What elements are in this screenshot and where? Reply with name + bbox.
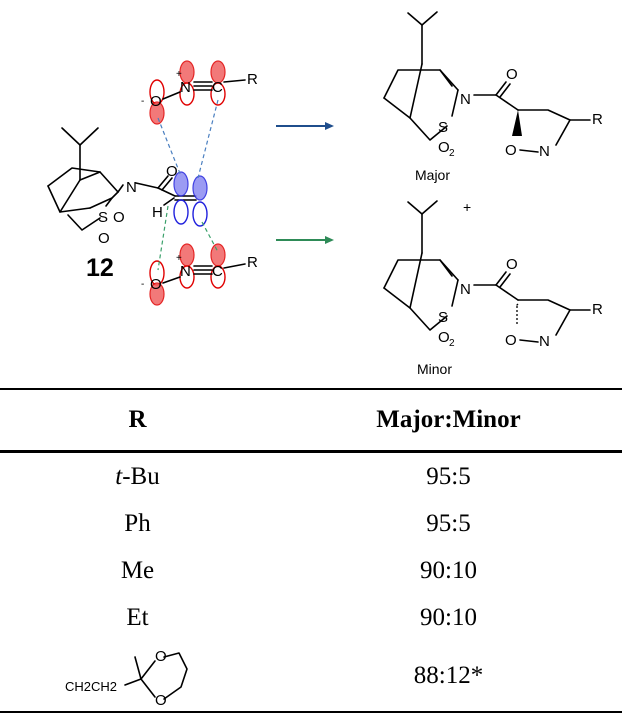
cell-r: Ph [0,500,275,547]
atom-o: O [505,332,517,349]
cell-ratio: 95:5 [426,462,471,490]
interaction-line [157,117,182,177]
table-row: Me 90:10 [0,547,622,594]
cell-ratio: 90:10 [420,556,477,584]
r-rest: Ph [124,509,151,537]
atom-s: S [438,119,448,136]
table-row: Ph 95:5 [0,500,622,547]
atom-n-plus: N [180,79,191,96]
arrow-to-major [276,122,334,130]
arrow-to-minor [276,236,334,244]
subscript: 2 [449,148,455,159]
minus-charge: - [141,96,144,107]
table-row: CH2CH2 O O 88:12* [0,641,622,712]
interaction-line [157,205,169,271]
subscript: 2 [449,338,455,349]
atom-n: N [539,143,550,160]
interaction-line [201,221,219,253]
plus-charge: + [176,69,182,80]
r-prefix: t [115,462,123,490]
header-ratio: Major:Minor [376,406,521,433]
header-r: R [128,406,147,433]
atom-s: S [98,209,108,226]
r-rest: Et [126,603,149,631]
dioxolane-structure: CH2CH2 O O [65,648,188,709]
atom-o: O [155,648,167,665]
cell-r: Me [0,547,275,594]
atom-o: O [438,139,450,156]
atom-n: N [460,91,471,108]
cell-r-dioxolane: CH2CH2 O O [0,641,275,712]
reaction-scheme: N S O O O H 12 O - N + C R [47,11,603,377]
atom-n-plus: N [180,263,191,280]
atom-n: N [126,179,137,196]
cell-ratio: 90:10 [420,603,477,631]
atom-o: O [505,142,517,159]
atom-o: O [155,692,167,709]
minus-charge: - [141,279,144,290]
cell-ratio: 95:5 [426,509,471,537]
atom-h: H [152,204,163,221]
atom-r: R [592,301,603,318]
ethylene-label: CH2CH2 [65,679,117,694]
sultam-12-structure [47,127,197,231]
atom-c: C [212,79,223,96]
table-header-row: R Major:Minor [0,389,622,452]
atom-n: N [539,333,550,350]
nitrile-oxide-top [149,60,246,125]
atom-r: R [592,111,603,128]
cell-ratio: 88:12* [413,662,484,689]
nitrile-oxide-bottom [149,243,246,306]
atom-n: N [460,281,471,298]
atom-o: O [506,66,518,83]
atom-o-minus: O [150,276,162,293]
atom-s: S [438,309,448,326]
interaction-line [197,99,219,179]
minor-product [383,200,591,343]
atom-r: R [247,254,258,271]
atom-o: O [438,329,450,346]
atom-o: O [98,230,110,247]
atom-o-minus: O [150,93,162,110]
atom-c: C [212,263,223,280]
atom-o: O [166,163,178,180]
cell-r: Et [0,594,275,641]
alkene-p-orbitals [173,171,208,227]
results-table: R Major:Minor t-Bu 95:5 Ph 95:5 Me 90:10… [0,388,622,713]
minor-label: Minor [417,361,452,377]
r-rest: -Bu [122,462,160,490]
plus-sign: + [463,199,471,215]
plus-charge: + [176,253,182,264]
table-row: Et 90:10 [0,594,622,641]
compound-number: 12 [86,254,114,282]
table-row: t-Bu 95:5 [0,452,622,501]
r-rest: Me [120,556,155,584]
atom-r: R [247,71,258,88]
atom-o: O [113,209,125,226]
major-product [383,11,591,153]
cell-r: t-Bu [0,452,275,501]
atom-o: O [506,256,518,273]
major-label: Major [415,167,450,183]
